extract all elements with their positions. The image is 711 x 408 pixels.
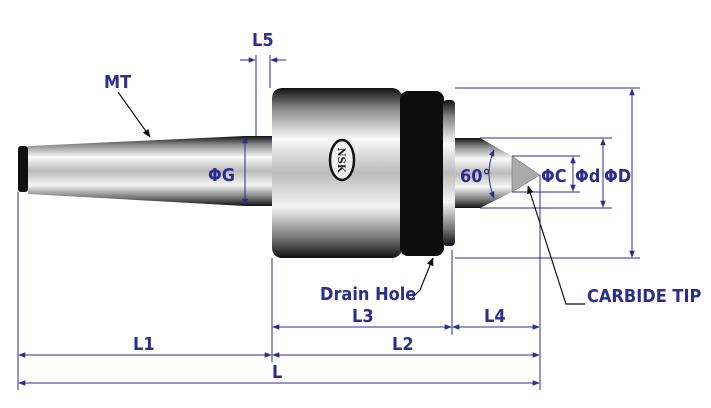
label-l2: L2 xyxy=(392,334,414,355)
extension-lines xyxy=(17,55,640,390)
label-l4: L4 xyxy=(484,306,506,327)
label-l5: L5 xyxy=(252,30,274,51)
morse-taper-shank xyxy=(28,136,245,206)
live-center-body: NSK xyxy=(18,88,541,258)
shank-neck xyxy=(245,136,272,206)
spindle-nose xyxy=(455,138,480,208)
label-l1: L1 xyxy=(133,334,155,355)
label-phi-d-small: Φd xyxy=(575,166,600,187)
nsk-logo: NSK xyxy=(328,138,356,182)
label-mt: MT xyxy=(104,72,131,93)
label-l3: L3 xyxy=(352,306,374,327)
center-cone xyxy=(480,138,512,208)
label-angle: 60° xyxy=(460,166,491,187)
drain-hole-leader xyxy=(411,257,434,299)
carbide-tip-leader xyxy=(527,185,585,305)
shank-end xyxy=(18,146,28,192)
label-drain-hole: Drain Hole xyxy=(320,284,416,305)
label-carbide-tip: CARBIDE TIP xyxy=(587,286,701,307)
seal-ring xyxy=(400,91,444,256)
angle-arc xyxy=(488,149,495,199)
label-phi-c: ΦC xyxy=(541,166,567,187)
nsk-logo-text: NSK xyxy=(335,147,346,172)
label-phi-d-large: ΦD xyxy=(604,166,631,187)
carbide-tip xyxy=(511,155,541,193)
label-phi-g: ΦG xyxy=(208,165,235,186)
label-l: L xyxy=(272,362,282,383)
front-flange xyxy=(443,100,455,246)
mt-leader xyxy=(117,91,151,138)
